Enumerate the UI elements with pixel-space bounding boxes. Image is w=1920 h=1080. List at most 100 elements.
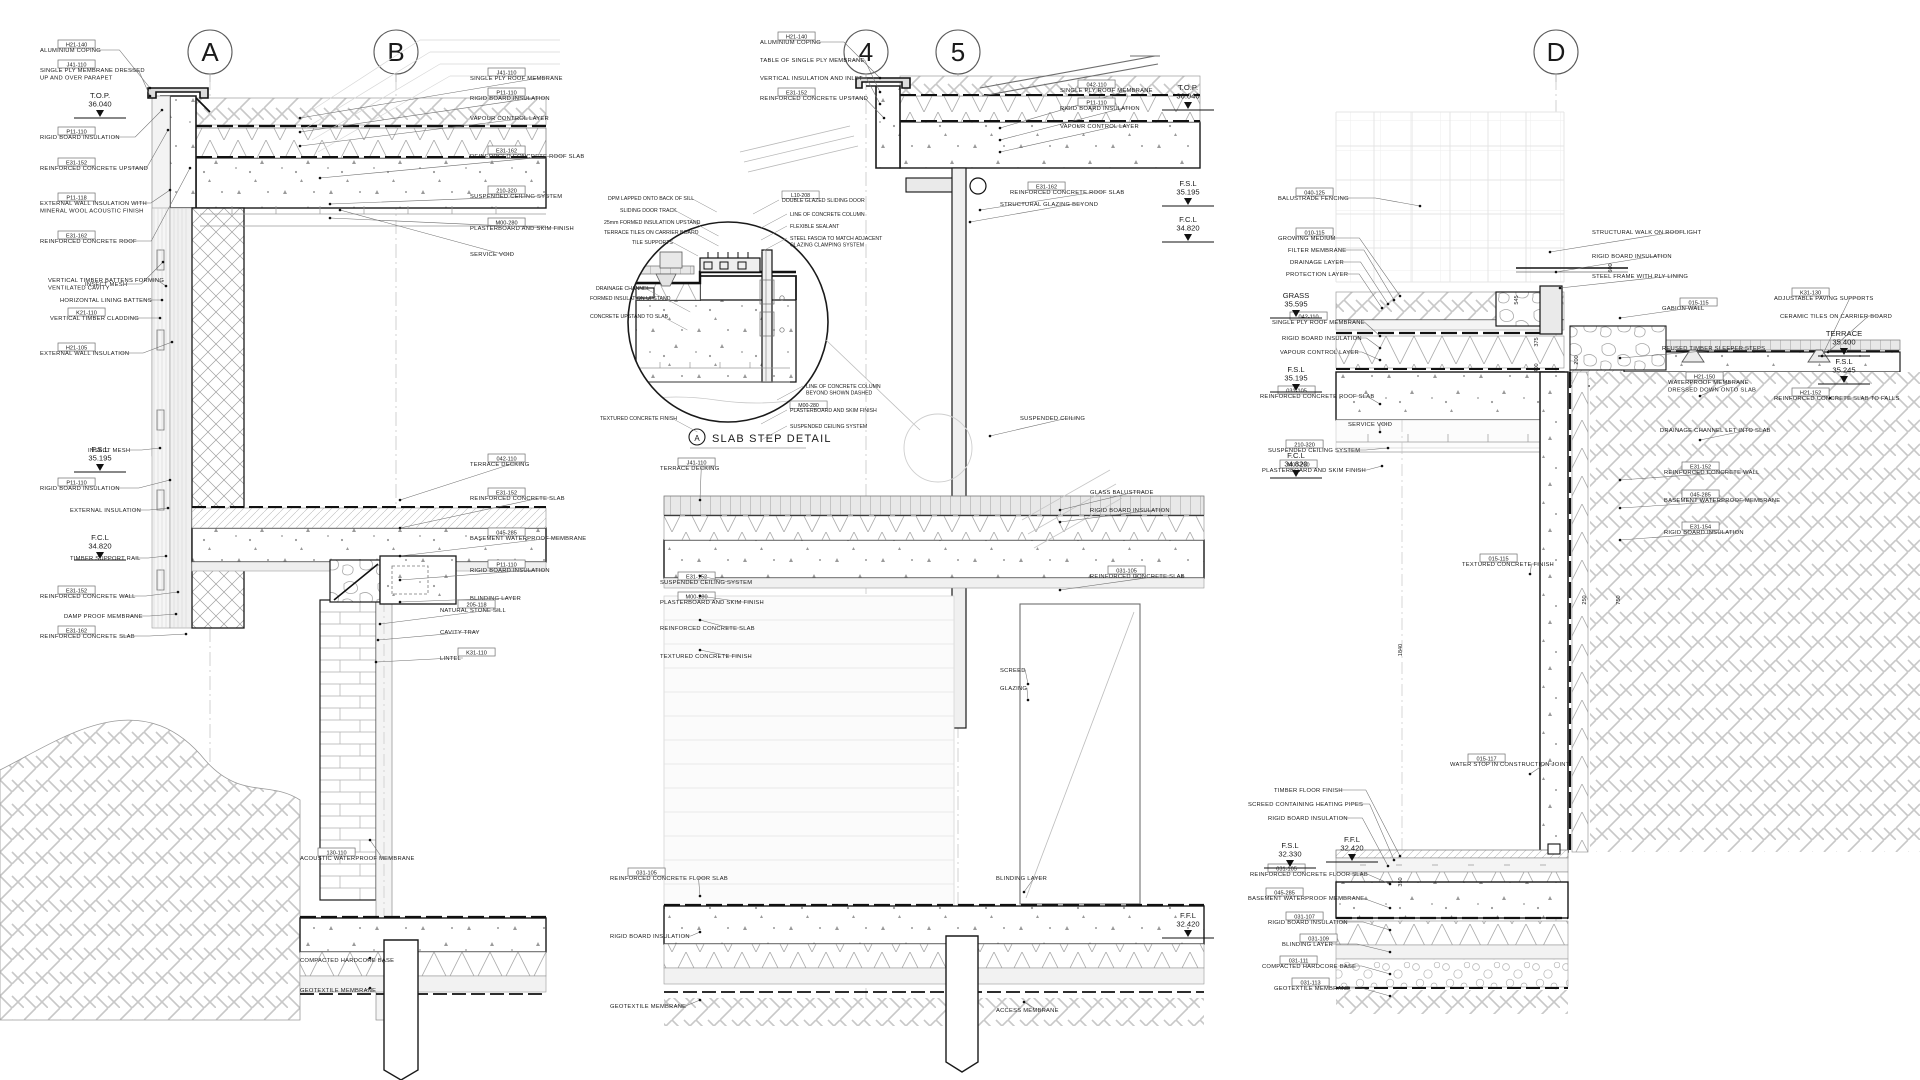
annotation-label[interactable]: SERVICE VOID (338, 208, 514, 258)
annotation-label[interactable]: INSECT MESH (85, 260, 165, 288)
annotation-label[interactable]: VAPOUR CONTROL LAYER (298, 116, 549, 148)
detail-annotation[interactable]: DPM LAPPED ONTO BACK OF SILL (608, 196, 717, 213)
annotation-label[interactable]: ACCESS MEMBRANE (996, 1000, 1059, 1014)
annotation-label[interactable]: HORIZONTAL LINING BATTENS (60, 298, 164, 304)
level-marker[interactable]: F.S.L35.245 (1818, 357, 1870, 385)
annotation-label[interactable]: FILTER MEMBRANE (1288, 248, 1396, 302)
detail-annotation[interactable]: FORMED INSULATION UPSTAND (590, 296, 691, 313)
grid-bubble-D[interactable]: D (1533, 29, 1579, 82)
annotation-label[interactable]: TEXTURED CONCRETE FINISH (660, 648, 752, 660)
detail-annotation[interactable]: DRAINAGE CHANNEL (596, 286, 671, 303)
detail-annotation[interactable]: LINE OF CONCRETE COLUMN (760, 212, 865, 229)
annotation-label[interactable]: CERAMIC TILES ON CARRIER BOARD (1780, 314, 1892, 354)
annotation-label[interactable]: RIGID BOARD INSULATION (1554, 254, 1672, 274)
detail-annotation[interactable]: SUSPENDED CEILING SYSTEM (760, 424, 867, 441)
level-marker[interactable]: F.C.L34.820 (1270, 451, 1322, 479)
detail-annotation[interactable]: 25mm FORMED INSULATION UPSTAND (604, 220, 719, 237)
grid-bubble-4[interactable]: 4 (843, 29, 889, 82)
detail-annotation[interactable]: FLEXIBLE SEALANT (760, 224, 840, 241)
level-marker[interactable]: F.F.L32.420 (1162, 911, 1214, 939)
level-marker[interactable]: F.S.L35.195 (1270, 365, 1322, 393)
annotation-label[interactable]: PROTECTION LAYER (1286, 272, 1384, 310)
annotation-label[interactable]: EXTERNAL INSULATION (70, 506, 170, 514)
annotation-label[interactable]: TIMBER SUPPORT RAIL (70, 554, 168, 562)
level-marker[interactable]: F.C.L34.820 (74, 533, 126, 561)
annotation-label[interactable]: DRAINAGE CHANNEL LET INTO SLAB (1660, 428, 1771, 442)
annotation-label[interactable]: REINFORCED CONCRETE SLAB (660, 618, 755, 632)
detail-annotation[interactable]: TEXTURED CONCRETE FINISH (600, 416, 698, 433)
grid-bubble-5[interactable]: 5 (935, 29, 981, 82)
annotation-label[interactable]: STRUCTURAL GLAZING BEYOND (968, 202, 1098, 224)
annotation-label[interactable]: INSECT MESH (88, 446, 162, 454)
annotation-label[interactable]: VERTICAL INSULATION AND INLET (760, 76, 882, 106)
detail-annotation[interactable]: CONCRETE UPSTAND TO SLAB (590, 314, 688, 331)
annotation-label[interactable]: CAVITY TRAY (376, 630, 480, 642)
annotation-label[interactable]: RIGID BOARD INSULATION (1282, 336, 1382, 350)
annotation-label[interactable]: SCREED CONTAINING HEATING PIPES (1248, 802, 1396, 862)
detail-annotation[interactable]: SLIDING DOOR TRACK (620, 208, 701, 225)
annotation-label[interactable]: VAPOUR CONTROL LAYER (998, 124, 1139, 154)
annotation-label[interactable]: RIGID BOARD INSULATION (610, 930, 702, 940)
annotation-label[interactable]: REUSED TIMBER SLEEPER STEPS (1618, 346, 1766, 360)
annotation-label[interactable]: COMPACTED HARDCORE BASE (300, 956, 394, 964)
annotation-label[interactable]: BLINDING LAYER (996, 876, 1047, 894)
level-marker[interactable]: F.S.L32.330 (1264, 841, 1316, 869)
level-marker[interactable]: F.S.L35.195 (1162, 179, 1214, 207)
annotation-label[interactable]: RIGID BOARD INSULATION (1268, 816, 1390, 868)
annotation-label[interactable]: GEOTEXTILE MEMBRANE (300, 986, 376, 994)
annotation-label[interactable]: VERTICAL TIMBER BATTENS FORMINGVENTILATE… (48, 278, 168, 291)
level-marker[interactable]: F.F.L32.420 (1326, 835, 1378, 863)
annotation-label[interactable]: DRAINAGE LAYER (1290, 260, 1390, 306)
annotation-label[interactable]: STRUCTURAL WALK ON ROOFLIGHT (1548, 230, 1702, 254)
level-marker[interactable]: F.S.L35.195 (74, 445, 126, 473)
level-marker[interactable]: F.C.L34.820 (1162, 215, 1214, 243)
grid-bubble-A[interactable]: A (187, 29, 233, 82)
annotation-label[interactable]: SCREED (1000, 668, 1030, 686)
annotation-label[interactable]: BLINDING LAYER (398, 596, 521, 604)
annotation-label[interactable]: SUSPENDED CEILING (988, 416, 1086, 438)
annotation-label[interactable]: VAPOUR CONTROL LAYER (1280, 350, 1382, 362)
